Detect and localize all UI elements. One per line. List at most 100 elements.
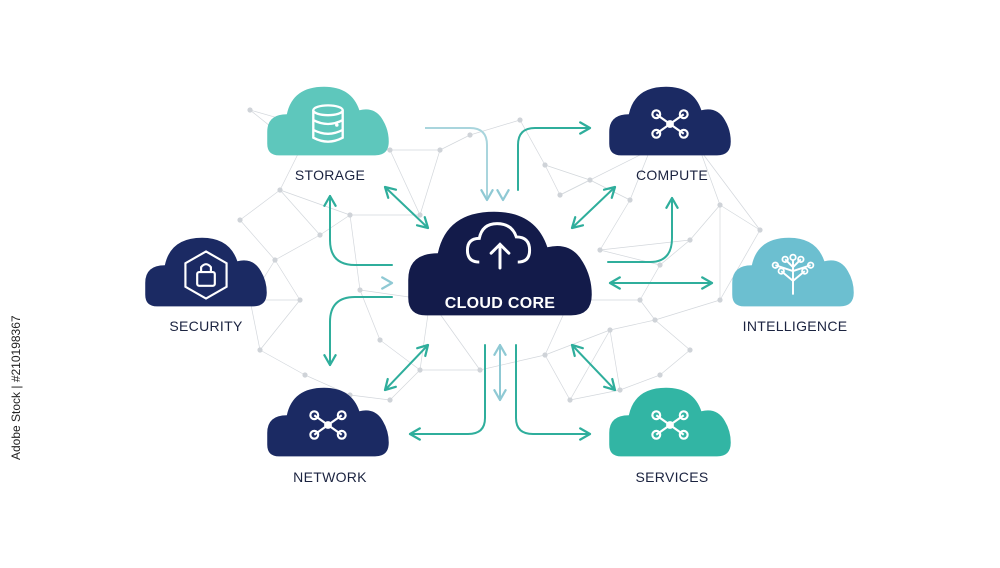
mesh-line bbox=[544, 164, 561, 196]
core-to-services-arrow bbox=[515, 344, 592, 441]
cloud-core-label: CLOUD CORE bbox=[444, 295, 556, 312]
network-core-arrow bbox=[383, 343, 430, 392]
mesh-node bbox=[317, 232, 323, 238]
compute-cloud bbox=[609, 86, 731, 156]
mesh-node bbox=[277, 187, 283, 193]
mesh-line bbox=[654, 299, 721, 321]
mesh-line bbox=[659, 349, 691, 376]
mesh-node bbox=[687, 237, 693, 243]
cloud-core-cloud bbox=[408, 211, 592, 316]
mesh-node bbox=[557, 192, 563, 198]
mesh-line bbox=[699, 149, 761, 231]
mesh-node bbox=[617, 387, 623, 393]
core-to-storage-arrow bbox=[323, 194, 393, 266]
mesh-line bbox=[259, 349, 306, 376]
neural-tree-icon bbox=[771, 253, 815, 295]
mesh-line bbox=[654, 319, 691, 351]
mesh-node bbox=[297, 297, 303, 303]
mesh-line bbox=[419, 149, 441, 216]
mesh-node bbox=[607, 327, 613, 333]
mesh-line bbox=[279, 189, 351, 216]
mesh-line bbox=[609, 319, 656, 331]
storage-core-arrow bbox=[383, 185, 430, 230]
security-label: SECURITY bbox=[169, 318, 243, 334]
mesh-node bbox=[247, 107, 253, 113]
mesh-line bbox=[519, 119, 546, 166]
mesh-line bbox=[659, 239, 691, 266]
mesh-node bbox=[387, 397, 393, 403]
database-icon bbox=[312, 104, 344, 143]
compute-label: COMPUTE bbox=[635, 167, 709, 183]
mesh-node bbox=[587, 177, 593, 183]
mesh-line bbox=[249, 299, 261, 351]
core-to-compute-arrow bbox=[517, 121, 592, 191]
mesh-line bbox=[719, 229, 761, 301]
mesh-line bbox=[609, 329, 621, 391]
services-label: SERVICES bbox=[635, 469, 709, 485]
mesh-line bbox=[239, 219, 276, 261]
mesh-line bbox=[544, 164, 591, 181]
mesh-node bbox=[652, 317, 658, 323]
mesh-line bbox=[439, 134, 471, 151]
core-to-network-bottom-arrow bbox=[408, 344, 486, 441]
mesh-line bbox=[479, 354, 546, 371]
mesh-node bbox=[477, 367, 483, 373]
mesh-line bbox=[629, 149, 651, 201]
mesh-line bbox=[319, 214, 351, 236]
mesh-node bbox=[757, 227, 763, 233]
mesh-line bbox=[599, 199, 631, 251]
mesh-node bbox=[687, 347, 693, 353]
mesh-line bbox=[379, 339, 421, 371]
hub-nodes-icon bbox=[651, 410, 689, 440]
core-to-compute-side-arrow bbox=[607, 196, 679, 263]
incoming-top-streak bbox=[425, 127, 494, 202]
mesh-node bbox=[567, 397, 573, 403]
mesh-line bbox=[349, 214, 361, 291]
cloud-upload-icon bbox=[465, 222, 532, 270]
mesh-node bbox=[377, 337, 383, 343]
mesh-node bbox=[627, 197, 633, 203]
mesh-node bbox=[657, 372, 663, 378]
mesh-line bbox=[274, 259, 301, 301]
mesh-node bbox=[302, 372, 308, 378]
mesh-node bbox=[237, 217, 243, 223]
mesh-line bbox=[619, 374, 661, 391]
stock-id-watermark: Adobe Stock | #210198367 bbox=[9, 315, 23, 460]
intelligence-cloud bbox=[732, 237, 854, 307]
mesh-line bbox=[639, 299, 656, 321]
intelligence-label: INTELLIGENCE bbox=[742, 318, 848, 334]
lock-icon bbox=[184, 250, 228, 300]
mesh-line bbox=[719, 204, 761, 231]
cloud-nodes bbox=[145, 86, 854, 457]
mesh-line bbox=[544, 354, 571, 401]
mesh-line bbox=[699, 149, 721, 206]
mesh-node bbox=[357, 287, 363, 293]
mesh-node bbox=[387, 147, 393, 153]
network-cloud bbox=[267, 387, 389, 457]
mesh-node bbox=[717, 202, 723, 208]
network-label: NETWORK bbox=[293, 469, 367, 485]
core-to-network-arrow bbox=[323, 296, 393, 367]
security-cloud bbox=[145, 237, 267, 307]
mesh-line bbox=[589, 179, 631, 201]
mesh-line bbox=[349, 394, 391, 401]
mesh-line bbox=[469, 119, 521, 136]
mesh-line bbox=[569, 389, 621, 401]
compute-core-arrow bbox=[570, 185, 617, 230]
mesh-line bbox=[279, 149, 301, 191]
mesh-node bbox=[542, 352, 548, 358]
mesh-line bbox=[239, 189, 281, 221]
storage-label: STORAGE bbox=[294, 167, 366, 183]
mesh-node bbox=[257, 347, 263, 353]
mesh-node bbox=[417, 367, 423, 373]
hub-nodes-icon bbox=[651, 109, 689, 139]
cloud-shape bbox=[267, 86, 389, 156]
mesh-node bbox=[517, 117, 523, 123]
mesh-node bbox=[657, 262, 663, 268]
mesh-node bbox=[542, 162, 548, 168]
mesh-node bbox=[717, 297, 723, 303]
mesh-line bbox=[389, 369, 421, 401]
mesh-line bbox=[274, 234, 321, 261]
